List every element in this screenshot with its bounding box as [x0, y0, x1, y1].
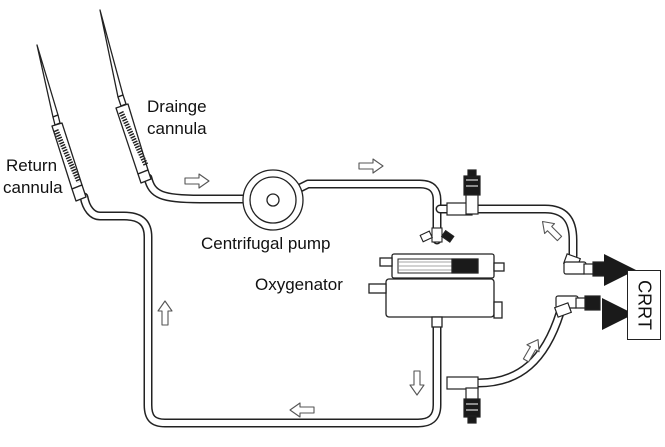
centrifugal-pump [242, 169, 304, 231]
centrifugal-pump-label: Centrifugal pump [201, 234, 331, 253]
oxygenator-label: Oxygenator [255, 275, 343, 294]
flow-arrow-icon [289, 402, 315, 418]
crrt-box: CRRT [627, 270, 661, 340]
flow-arrow-icon [157, 300, 173, 326]
crrt-label: CRRT [634, 280, 655, 330]
flow-arrow-icon [409, 370, 425, 396]
crrt-lower-connector [553, 295, 601, 318]
return-cannula-label-line2: cannula [3, 178, 63, 197]
return-cannula-label-line1: Return [6, 156, 58, 175]
return-tubing [79, 192, 442, 428]
crrt-upper-connector [562, 253, 609, 277]
oxygenator [368, 253, 505, 328]
flow-arrow-icon [358, 158, 384, 174]
drainage-cannula-label-line2: cannula [147, 119, 207, 138]
upper-t-connector [446, 169, 481, 216]
flow-arrow-icon [522, 339, 540, 363]
lower-t-connector [446, 376, 481, 424]
flow-arrow-icon [184, 173, 210, 189]
flow-arrow-icon [541, 220, 563, 242]
drainage-cannula [99, 9, 152, 184]
stopcock-icon [419, 227, 455, 243]
return-cannula [36, 44, 87, 202]
circuit-tubing [79, 173, 578, 428]
pump-outlet-tubing [295, 179, 442, 245]
drainage-cannula-label-line1: Drainge [147, 97, 207, 116]
